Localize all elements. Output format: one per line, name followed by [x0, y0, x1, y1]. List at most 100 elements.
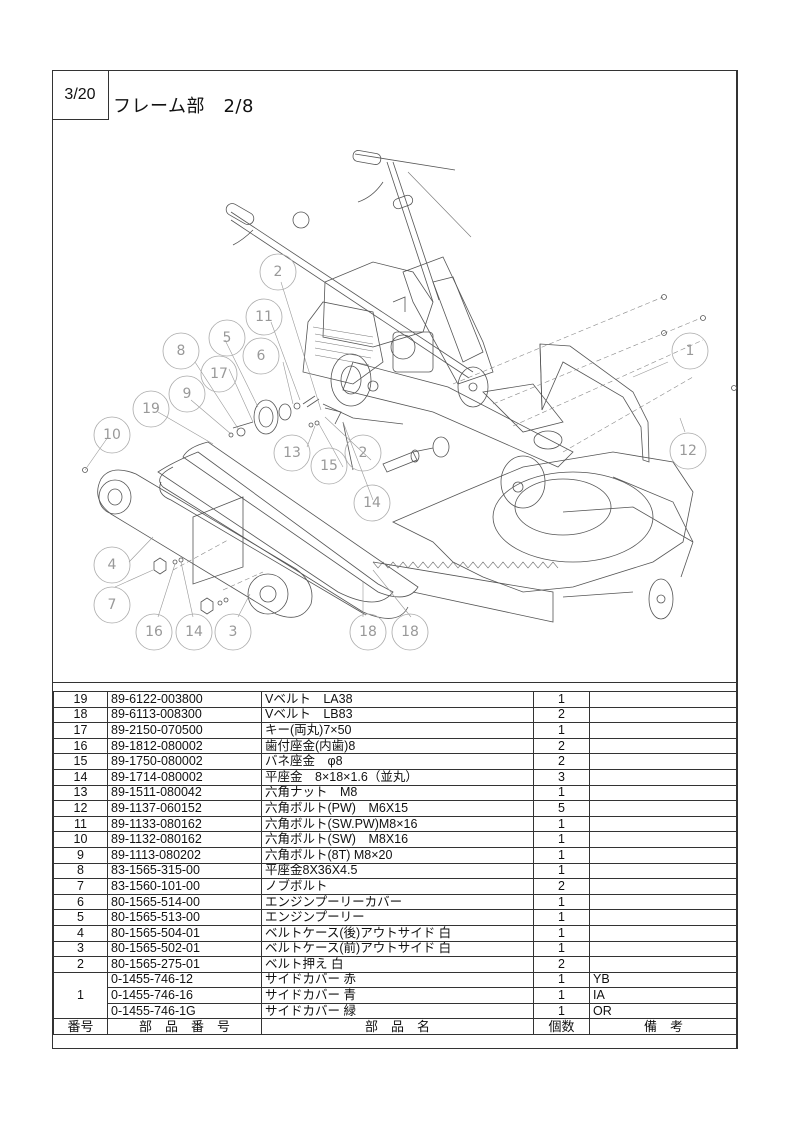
- cutting-deck-drawing: [372, 451, 694, 623]
- part-name: キー(両丸)7×50: [261, 722, 534, 739]
- exploded-parts-diagram: 1 2 2 3 4 5 6 7 8 9 10 11 12 13 14 14 15…: [53, 122, 746, 682]
- part-remarks: [589, 846, 738, 864]
- callout-3: 3: [214, 613, 252, 651]
- part-ref-number: 4: [53, 924, 108, 942]
- part-name: ノブボルト: [261, 878, 534, 895]
- callout-14-lower: 14: [175, 613, 213, 651]
- part-ref-number: 8: [53, 862, 108, 880]
- part-name: 平座金 8×18×1.6（並丸）: [261, 768, 534, 786]
- callout-18-right: 18: [391, 613, 429, 651]
- part-name: ベルトケース(後)アウトサイド 白: [261, 924, 534, 942]
- part-name: 六角ボルト(SW.PW)M8×16: [261, 815, 534, 833]
- part-ref-number: 9: [53, 846, 108, 864]
- part-remarks: [589, 691, 738, 708]
- part-quantity: 1: [533, 987, 590, 1004]
- callout-8: 8: [162, 332, 200, 370]
- callout-18-left: 18: [349, 613, 387, 651]
- column-header-part-number: 部 品 番 号: [107, 1018, 262, 1036]
- part-remarks: [589, 831, 738, 848]
- part-quantity: 2: [533, 878, 590, 895]
- svg-text:15: 15: [320, 458, 338, 474]
- svg-text:17: 17: [210, 366, 228, 382]
- part-ref-number: 3: [53, 940, 108, 958]
- shaft-drawing: [382, 436, 450, 473]
- part-quantity: 1: [533, 846, 590, 864]
- engine-pulley-drawing: [228, 395, 342, 438]
- callout-1: 1: [671, 332, 709, 370]
- svg-text:11: 11: [255, 309, 273, 325]
- callout-15: 15: [310, 447, 348, 485]
- belt-tower-drawing: [342, 256, 574, 468]
- part-ref-number: 11: [53, 815, 108, 833]
- part-number: 89-1750-080002: [107, 753, 262, 770]
- part-ref-number: 15: [53, 753, 108, 770]
- part-number: 83-1565-315-00: [107, 862, 262, 880]
- callout-10: 10: [93, 416, 131, 454]
- part-remarks: [589, 862, 738, 880]
- side-cover-drawing: [452, 294, 746, 463]
- belt-case-drawing: [82, 467, 313, 618]
- part-quantity: 3: [533, 768, 590, 786]
- part-name: Vベルト LB83: [261, 706, 534, 724]
- part-ref-number: 6: [53, 893, 108, 911]
- part-name: Vベルト LA38: [261, 691, 534, 708]
- page-frame: [52, 70, 738, 1049]
- part-name: バネ座金 φ8: [261, 753, 534, 770]
- part-quantity: 1: [533, 924, 590, 942]
- part-number: 80-1565-514-00: [107, 893, 262, 911]
- part-quantity: 1: [533, 971, 590, 989]
- part-remarks: [589, 893, 738, 911]
- leader-lines: [84, 281, 686, 618]
- svg-text:9: 9: [183, 386, 192, 402]
- part-number: 0-1455-746-12: [107, 971, 262, 989]
- part-number: 80-1565-502-01: [107, 940, 262, 958]
- engine-drawing: [302, 261, 434, 385]
- callout-4: 4: [93, 546, 131, 584]
- callout-7: 7: [93, 586, 131, 624]
- part-quantity: 1: [533, 862, 590, 880]
- callout-19: 19: [132, 390, 170, 428]
- part-remarks: [589, 768, 738, 786]
- svg-text:14: 14: [363, 495, 381, 511]
- part-ref-number: 10: [53, 831, 108, 848]
- table-top-rule: [53, 682, 737, 683]
- part-quantity: 2: [533, 706, 590, 724]
- part-number: 89-1132-080162: [107, 831, 262, 848]
- svg-text:1: 1: [686, 343, 695, 359]
- part-quantity: 2: [533, 737, 590, 755]
- column-header-part-name: 部 品 名: [261, 1018, 534, 1036]
- part-ref-number: 1: [53, 971, 108, 1020]
- part-name: 六角ナット M8: [261, 784, 534, 802]
- callout-16: 16: [135, 613, 173, 651]
- part-number: 83-1560-101-00: [107, 878, 262, 895]
- part-quantity: 1: [533, 815, 590, 833]
- svg-text:10: 10: [103, 427, 121, 443]
- part-number: 89-6122-003800: [107, 691, 262, 708]
- svg-text:7: 7: [108, 597, 117, 613]
- part-remarks: [589, 784, 738, 802]
- svg-text:2: 2: [359, 445, 368, 461]
- part-quantity: 1: [533, 831, 590, 848]
- callout-6: 6: [242, 337, 280, 375]
- part-name: サイドカバー 青: [261, 987, 534, 1004]
- svg-text:16: 16: [145, 624, 163, 640]
- part-quantity: 2: [533, 753, 590, 770]
- part-remarks: [589, 956, 738, 973]
- part-number: 89-1714-080002: [107, 768, 262, 786]
- part-name: サイドカバー 赤: [261, 971, 534, 989]
